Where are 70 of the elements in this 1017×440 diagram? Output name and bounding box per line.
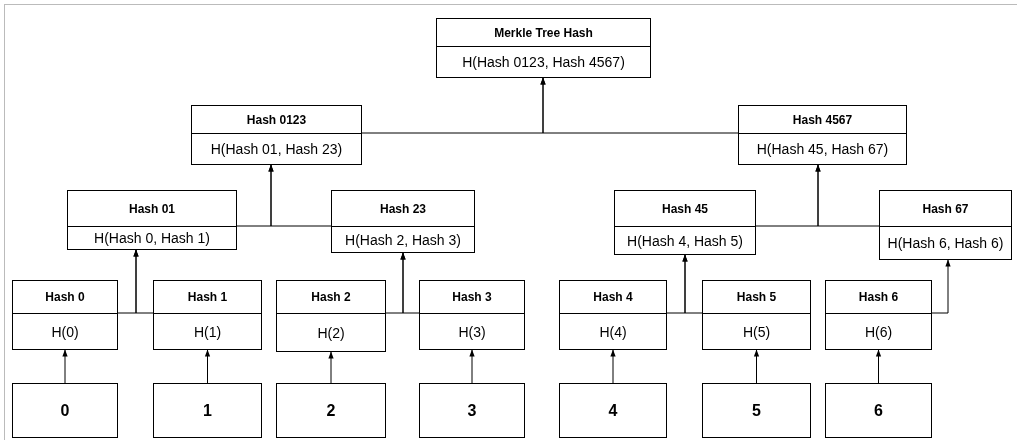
hash-title: Hash 4567 [792, 112, 853, 127]
arrow [682, 254, 703, 314]
hash-box [67, 190, 237, 250]
hash-title: Hash 0123 [246, 112, 307, 127]
hash-formula: H(6) [864, 323, 893, 340]
hash-box [191, 105, 362, 165]
hash-box [153, 280, 262, 350]
arrow [610, 349, 616, 384]
hash-title: Hash 3 [452, 290, 492, 304]
arrow [133, 249, 154, 314]
arrow [931, 259, 951, 314]
data-block [153, 383, 262, 438]
block-label: 4 [608, 401, 618, 420]
hash-title: Hash 6 [858, 290, 899, 304]
hash-title: Hash 2 [311, 290, 351, 304]
arrow [540, 77, 739, 134]
hash-formula: H(Hash 0123, Hash 4567) [462, 54, 625, 70]
hash-box [825, 280, 932, 350]
hash-box [559, 280, 667, 350]
hash-formula: H(1) [193, 323, 222, 340]
hash-title: Hash 01 [129, 201, 175, 216]
arrow [204, 349, 211, 384]
hash-title: Hash 4 [593, 290, 633, 304]
arrow [400, 252, 420, 314]
hash-box [702, 280, 811, 350]
arrow [469, 349, 475, 384]
hash-box [436, 18, 651, 78]
hash-box [276, 280, 386, 352]
hash-formula: H(0) [51, 323, 79, 340]
block-label: 2 [326, 401, 336, 420]
hash-box [738, 105, 907, 165]
hash-title: Hash 45 [662, 201, 708, 216]
arrow [268, 164, 332, 227]
hash-title: Hash 1 [187, 290, 228, 304]
block-label: 1 [203, 401, 212, 420]
block-label: 5 [752, 401, 761, 420]
data-block [825, 383, 932, 438]
hash-formula: H(3) [458, 323, 486, 340]
block-label: 3 [467, 401, 477, 420]
data-block [559, 383, 667, 438]
hash-box [331, 190, 475, 253]
hash-formula: H(Hash 0, Hash 1) [94, 230, 210, 246]
hash-box [12, 280, 118, 350]
hash-formula: H(Hash 4, Hash 5) [627, 232, 743, 249]
arrow [815, 164, 880, 227]
data-block [12, 383, 118, 438]
arrow [62, 349, 68, 384]
hash-box [419, 280, 525, 350]
hash-formula: H(2) [317, 324, 345, 341]
hash-box [879, 190, 1012, 260]
hash-title: Hash 23 [380, 201, 426, 216]
data-block [702, 383, 811, 438]
block-label: 0 [60, 401, 70, 420]
hash-title: Merkle Tree Hash [494, 25, 593, 40]
hash-formula: H(Hash 6, Hash 6) [887, 235, 1004, 251]
hash-formula: H(Hash 01, Hash 23) [210, 141, 343, 157]
arrow [875, 349, 882, 384]
data-block [276, 383, 386, 438]
data-block [419, 383, 525, 438]
hash-box [614, 190, 756, 255]
arrow [753, 349, 760, 384]
hash-title: Hash 67 [922, 201, 969, 216]
hash-formula: H(4) [599, 323, 627, 340]
hash-title: Hash 5 [736, 290, 777, 304]
hash-formula: H(Hash 45, Hash 67) [756, 141, 889, 157]
block-label: 6 [874, 401, 883, 420]
hash-formula: H(Hash 2, Hash 3) [345, 231, 461, 248]
arrow [328, 351, 334, 384]
hash-title: Hash 0 [45, 290, 85, 304]
hash-formula: H(5) [742, 323, 771, 340]
